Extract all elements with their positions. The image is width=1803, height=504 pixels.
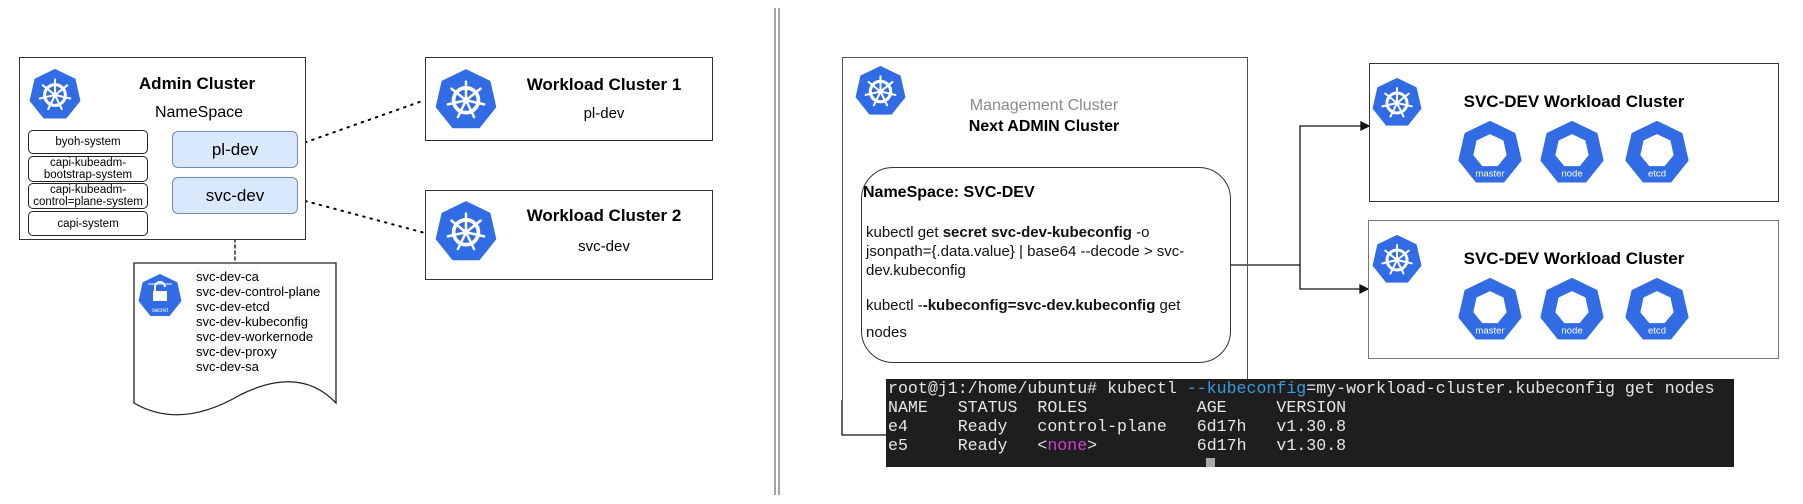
terminal-cell: v1.30.8 <box>1276 417 1347 436</box>
terminal-cell: <none> <box>1037 436 1098 455</box>
secret-item: svc-dev-proxy <box>196 344 277 359</box>
kubernetes-icon <box>1372 77 1422 127</box>
master-icon: master <box>1458 120 1522 184</box>
command-get-secret-line2: jsonpath={.data.value} | base64 --decode… <box>866 243 1185 260</box>
namespace-capi-kubeadm-control-plane-system[interactable]: capi-kubeadm-control=plane-system <box>28 183 148 209</box>
terminal-cell: ROLES <box>1037 398 1088 417</box>
namespace-byoh-system[interactable]: byoh-system <box>28 130 148 154</box>
connector-svc-dev <box>297 198 426 234</box>
command-get-secret: kubectl get secret svc-dev-kubeconfig -o <box>866 224 1150 241</box>
etcd-label: etcd <box>1648 325 1666 336</box>
management-connectors <box>841 120 1371 436</box>
namespace-capi-system[interactable]: capi-system <box>28 211 148 236</box>
namespace-capi-kubeadm-bootstrap-system[interactable]: capi-kubeadm-bootstrap-system <box>28 156 148 182</box>
namespace-label: NameSpace <box>154 104 244 121</box>
namespace-svc-dev[interactable]: svc-dev <box>172 177 298 214</box>
namespace-svc-dev-box <box>861 167 1231 363</box>
terminal-cell: STATUS <box>957 398 1018 417</box>
secret-item: svc-dev-sa <box>196 359 259 374</box>
master-label: master <box>1475 325 1505 336</box>
namespace-pl-dev[interactable]: pl-dev <box>172 131 298 168</box>
page-divider <box>774 8 780 495</box>
workload-cluster-1-title: Workload Cluster 1 <box>526 75 682 94</box>
secret-icon: secret <box>138 274 182 316</box>
secret-item: svc-dev-control-plane <box>196 284 321 299</box>
node-icon: node <box>1540 277 1604 341</box>
kubernetes-icon <box>855 65 906 116</box>
etcd-label: etcd <box>1648 168 1666 179</box>
master-icon: master <box>1458 277 1522 341</box>
node-icon: node <box>1540 120 1604 184</box>
kubernetes-icon <box>435 200 497 262</box>
admin-cluster-title: Admin Cluster <box>138 74 256 93</box>
svg-text:secret: secret <box>152 308 169 314</box>
namespace-svc-dev-title: NameSpace: SVC-DEV <box>863 184 1035 201</box>
management-cluster-label: Management Cluster <box>969 97 1119 114</box>
node-label: node <box>1561 325 1582 336</box>
terminal-cell: e5 <box>888 436 908 455</box>
svc-dev-workload-cluster-2-title: SVC-DEV Workload Cluster <box>1463 249 1685 268</box>
kubernetes-icon <box>1372 234 1422 284</box>
node-label: node <box>1561 168 1582 179</box>
terminal-cell: VERSION <box>1276 398 1347 417</box>
terminal-cell: Ready <box>957 436 1008 455</box>
etcd-icon: etcd <box>1625 277 1689 341</box>
terminal-output: root@j1:/home/ubuntu# kubectl --kubeconf… <box>886 379 1734 467</box>
terminal-table-header: NAME STATUS ROLES AGE VERSION <box>888 398 1346 417</box>
secret-item: svc-dev-ca <box>196 269 259 284</box>
etcd-icon: etcd <box>1625 120 1689 184</box>
terminal-cell: NAME <box>888 398 928 417</box>
secret-item: svc-dev-kubeconfig <box>196 314 308 329</box>
management-cluster-title: Next ADMIN Cluster <box>968 118 1120 135</box>
terminal-cell: v1.30.8 <box>1276 436 1347 455</box>
master-label: master <box>1475 168 1505 179</box>
terminal-table-row: e4 Ready control-plane 6d17h v1.30.8 <box>888 417 1346 436</box>
secret-item: svc-dev-workernode <box>196 329 314 344</box>
workload-cluster-2-namespace: svc-dev <box>578 238 630 255</box>
connector-pl-dev <box>297 99 426 146</box>
secret-item: svc-dev-etcd <box>196 299 270 314</box>
workload-cluster-1-namespace: pl-dev <box>583 105 625 122</box>
management-cluster-box <box>842 57 1248 402</box>
command-get-nodes-line2: nodes <box>866 324 907 341</box>
terminal-cursor <box>1206 458 1215 467</box>
kubernetes-icon <box>29 68 81 120</box>
terminal-cell: 6d17h <box>1196 436 1247 455</box>
kubernetes-icon <box>435 68 497 130</box>
workload-cluster-2-title: Workload Cluster 2 <box>526 206 682 225</box>
terminal-command-line: root@j1:/home/ubuntu# kubectl --kubeconf… <box>888 379 1715 398</box>
command-get-secret-line3: dev.kubeconfig <box>866 262 966 279</box>
terminal-cell: e4 <box>888 417 908 436</box>
command-get-nodes: kubectl --kubeconfig=svc-dev.kubeconfig … <box>866 297 1181 314</box>
svc-dev-workload-cluster-1-title: SVC-DEV Workload Cluster <box>1463 92 1685 111</box>
terminal-table-row: e5 Ready <none> 6d17h v1.30.8 <box>888 436 1346 455</box>
terminal-cell: control-plane <box>1037 417 1167 436</box>
terminal-cell: AGE <box>1196 398 1227 417</box>
terminal-cell: Ready <box>957 417 1008 436</box>
terminal-cell: 6d17h <box>1196 417 1247 436</box>
